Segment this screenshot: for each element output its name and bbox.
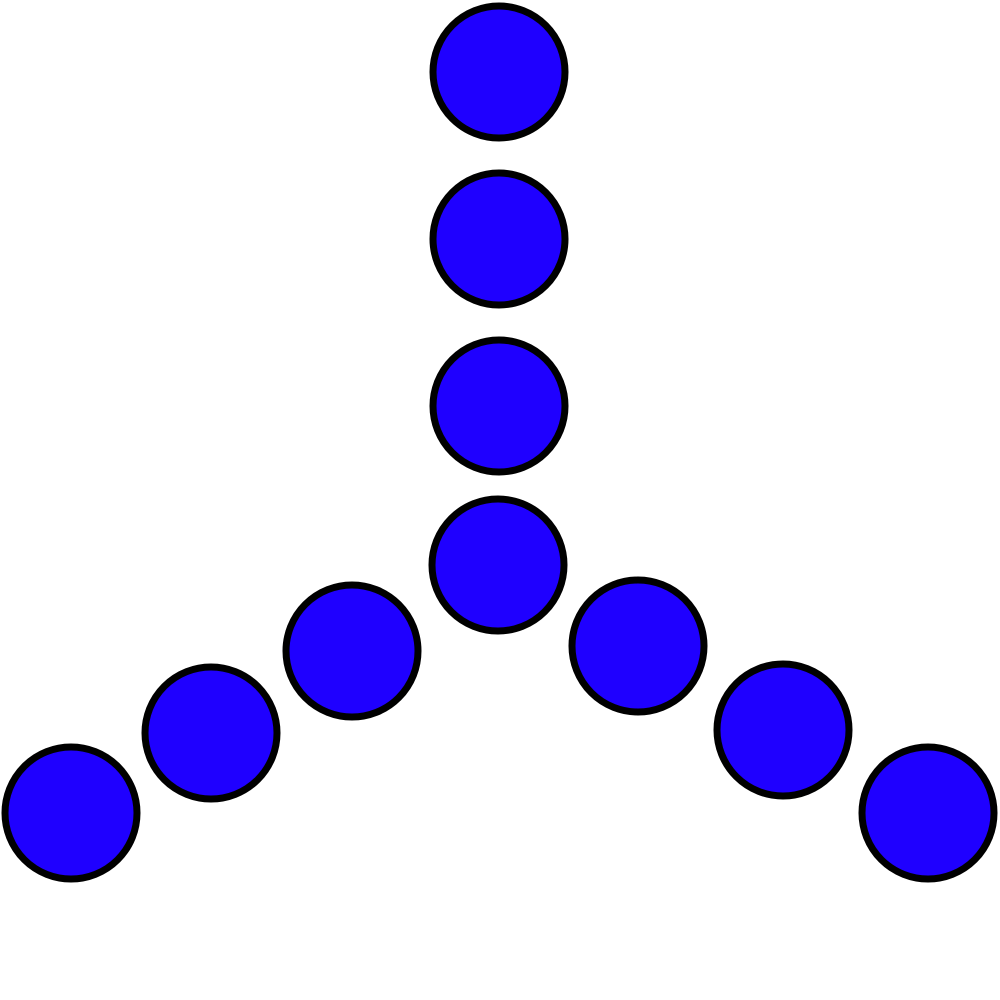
arm-up-dot-3 — [429, 2, 569, 142]
arm-lower-left-dot-3 — [1, 743, 141, 883]
center-dot — [428, 495, 568, 635]
arm-lower-left-dot-1 — [282, 581, 422, 721]
arm-lower-right-dot-3 — [858, 743, 998, 883]
dot-group — [1, 2, 998, 883]
arm-up-dot-2 — [429, 169, 569, 309]
arm-lower-left-dot-2 — [141, 663, 281, 803]
arm-up-dot-1 — [429, 336, 569, 476]
arm-lower-right-dot-2 — [713, 660, 853, 800]
arm-lower-right-dot-1 — [568, 576, 708, 716]
